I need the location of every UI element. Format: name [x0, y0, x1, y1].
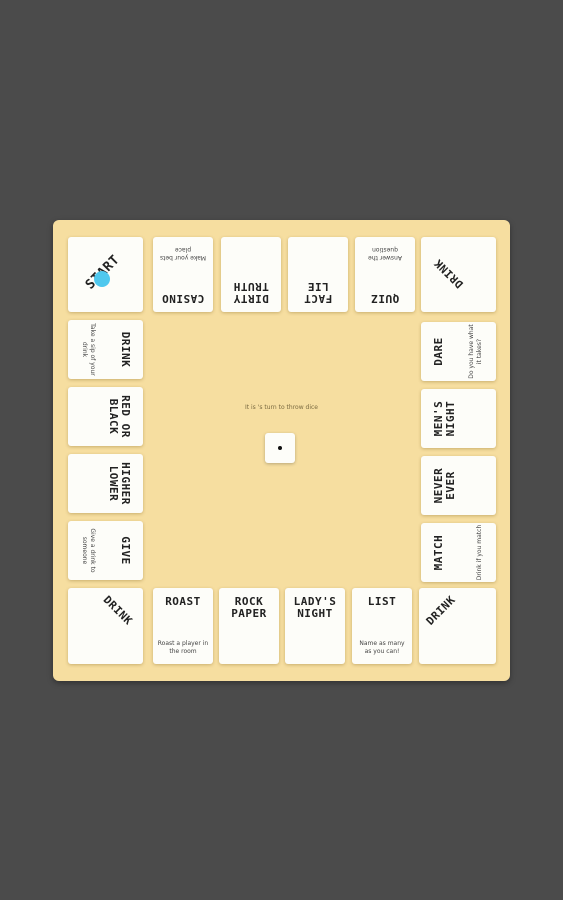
game-board: START CASINO Make your bets place DIRTY … — [53, 220, 510, 681]
die-pip — [278, 446, 282, 450]
corner-label: DRINK — [100, 593, 136, 628]
corner-label: DRINK — [431, 256, 467, 291]
square-give: GIVE Give a drink to someone — [68, 521, 143, 580]
square-title: MEN'S NIGHT — [432, 400, 457, 437]
square-title: NEVER EVER — [432, 467, 457, 504]
corner-bottom-left: DRINK — [68, 588, 143, 664]
corner-label: DRINK — [423, 593, 459, 628]
square-rock-paper: ROCK PAPER — [219, 588, 279, 664]
square-dirty-truth: DIRTY TRUTH — [221, 237, 281, 312]
square-title: QUIZ — [370, 292, 400, 305]
square-desc: Roast a player in the room — [157, 640, 209, 655]
square-title: LIST — [367, 595, 397, 608]
square-desc: Answer the question — [368, 246, 402, 261]
square-roast: ROAST Roast a player in the room — [153, 588, 213, 664]
square-ladys-night: LADY'S NIGHT — [285, 588, 345, 664]
square-dare: DARE Do you have what it takes? — [421, 322, 496, 381]
square-mens-night: MEN'S NIGHT — [421, 389, 496, 448]
square-drink: DRINK Take a sip of your drink — [68, 320, 143, 379]
turn-status-text: It is 's turn to throw dice — [244, 404, 318, 411]
square-title: HIGHER LOWER — [107, 462, 132, 505]
square-desc: Name as many as you can! — [359, 640, 405, 655]
corner-start: START — [68, 237, 143, 312]
square-desc: Give a drink to someone — [81, 528, 96, 573]
square-title: FACT LIE — [303, 280, 333, 305]
square-desc: Make your bets place — [159, 246, 207, 261]
square-title: ROAST — [165, 595, 201, 608]
square-title: DARE — [432, 337, 445, 366]
dice-button[interactable] — [265, 433, 295, 463]
corner-top-right: DRINK — [421, 237, 496, 312]
square-match: MATCH Drink if you match — [421, 523, 496, 582]
square-fact-lie: FACT LIE — [288, 237, 348, 312]
square-title: DRINK — [119, 331, 132, 368]
player-token[interactable] — [94, 271, 110, 287]
square-title: MATCH — [432, 534, 445, 571]
square-red-or-black: RED OR BLACK — [68, 387, 143, 446]
square-title: CASINO — [161, 292, 205, 305]
square-never-ever: NEVER EVER — [421, 456, 496, 515]
square-title: GIVE — [119, 536, 132, 565]
square-title: LADY'S NIGHT — [293, 595, 337, 620]
square-quiz: QUIZ Answer the question — [355, 237, 415, 312]
square-title: DIRTY TRUTH — [233, 280, 269, 305]
corner-bottom-right: DRINK — [419, 588, 496, 664]
square-title: ROCK PAPER — [231, 595, 267, 620]
square-higher-lower: HIGHER LOWER — [68, 454, 143, 513]
square-casino: CASINO Make your bets place — [153, 237, 213, 312]
square-list: LIST Name as many as you can! — [352, 588, 412, 664]
square-desc: Take a sip of your drink — [81, 323, 96, 376]
square-title: RED OR BLACK — [107, 395, 132, 438]
square-desc: Do you have what it takes? — [468, 324, 483, 379]
square-desc: Drink if you match — [476, 524, 483, 581]
